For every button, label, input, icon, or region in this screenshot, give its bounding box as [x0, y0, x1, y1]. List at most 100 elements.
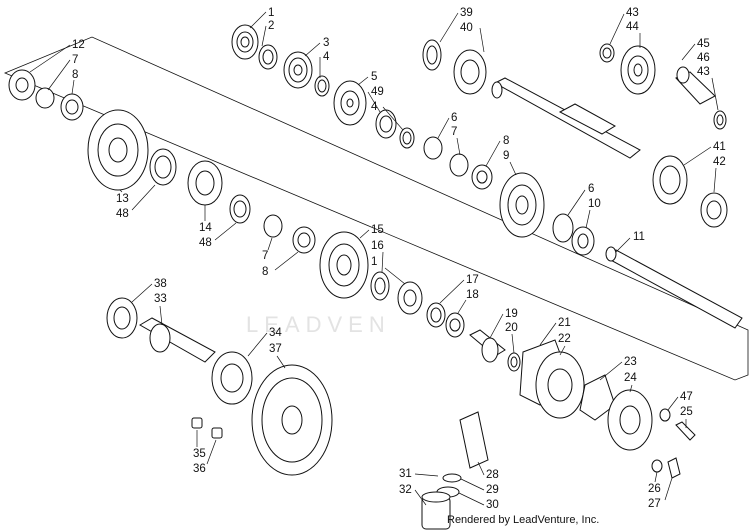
washer-part-4[interactable]	[314, 75, 330, 97]
large-gear-part-13[interactable]	[87, 109, 149, 191]
gear-part-41[interactable]	[652, 155, 688, 205]
bolt-part-25[interactable]	[675, 421, 696, 441]
svg-text:45: 45	[697, 38, 710, 50]
callout-43-44: 43 44	[609, 7, 641, 48]
callout-8-9: 8 9	[485, 135, 517, 176]
bushing-part-45-46[interactable]	[675, 66, 716, 105]
shift-dog-part-5[interactable]	[333, 80, 367, 126]
pinion-part-19[interactable]	[469, 329, 506, 363]
callout-28-29-30: 28 29 30	[458, 461, 499, 511]
bearing-part-1b[interactable]	[397, 281, 423, 315]
svg-text:43: 43	[697, 66, 710, 78]
svg-text:8: 8	[72, 69, 78, 81]
collar-part-18[interactable]	[445, 312, 465, 338]
callout-34-37: 34 37	[247, 327, 286, 369]
svg-text:15: 15	[371, 224, 384, 236]
bearing-part-40[interactable]	[453, 49, 487, 95]
svg-text:19: 19	[505, 308, 518, 320]
retainer-part-12[interactable]	[8, 69, 36, 101]
spacer-part-6[interactable]	[423, 136, 443, 160]
footer-credit: Rendered by LeadVenture, Inc.	[447, 514, 600, 526]
svg-text:13: 13	[116, 193, 129, 205]
needle-bearing-part-8[interactable]	[60, 93, 84, 121]
svg-text:20: 20	[505, 322, 518, 334]
washer-part-26[interactable]	[651, 459, 663, 473]
washer-part-43[interactable]	[599, 43, 615, 63]
main-shaft[interactable]	[491, 77, 641, 159]
callout-3-4: 3 4	[304, 37, 330, 78]
svg-text:8: 8	[262, 266, 268, 278]
svg-text:47: 47	[680, 391, 693, 403]
svg-text:27: 27	[648, 498, 661, 510]
needle-bearing-part-8c[interactable]	[471, 164, 493, 190]
seal-part-17[interactable]	[426, 302, 446, 328]
callout-26-27: 26 27	[648, 471, 673, 510]
svg-text:40: 40	[460, 22, 473, 34]
large-gear-part-15[interactable]	[319, 231, 369, 299]
plug-part-35[interactable]	[191, 417, 203, 429]
bushing-part-7b[interactable]	[263, 214, 283, 238]
gasket-part-23[interactable]	[579, 374, 616, 421]
gear-part-8-9[interactable]	[499, 172, 545, 238]
svg-text:2: 2	[268, 20, 274, 32]
housing-part-31-32[interactable]	[421, 491, 451, 530]
svg-text:30: 30	[486, 499, 499, 511]
washer-part-16[interactable]	[370, 271, 390, 301]
needle-bearing-part-8b[interactable]	[292, 226, 316, 254]
svg-text:7: 7	[72, 54, 78, 66]
shift-dog-part-14[interactable]	[187, 160, 223, 206]
bearing-part-1[interactable]	[231, 24, 259, 60]
washer-part-48[interactable]	[149, 148, 177, 186]
retainer-part-6-10[interactable]	[552, 213, 595, 256]
bushing-part-7[interactable]	[35, 87, 55, 109]
svg-text:1: 1	[371, 256, 377, 268]
svg-text:11: 11	[633, 231, 645, 243]
bushing-part-7c[interactable]	[449, 153, 469, 177]
svg-text:8: 8	[503, 135, 509, 147]
svg-text:6: 6	[588, 183, 594, 195]
svg-text:10: 10	[588, 198, 601, 210]
svg-text:5: 5	[371, 71, 377, 83]
bolt-part-36[interactable]	[211, 427, 223, 439]
callout-7-8-mid: 7 8	[262, 237, 299, 278]
bearing-part-42[interactable]	[700, 192, 728, 228]
large-gear-part-37[interactable]	[251, 364, 333, 476]
bearing-part-34-37[interactable]	[211, 351, 253, 405]
housing-part-22[interactable]	[535, 351, 585, 419]
upper-assembly-frame	[3, 36, 749, 381]
svg-text:33: 33	[154, 293, 167, 305]
bolt-part-27[interactable]	[667, 457, 681, 479]
bearing-part-38[interactable]	[106, 297, 138, 339]
callout-13-48: 13 48	[116, 184, 156, 220]
seal-part-39[interactable]	[422, 39, 442, 71]
output-shaft-part-11[interactable]	[605, 246, 743, 329]
washer-part-43b[interactable]	[713, 110, 727, 130]
washer-part-48b[interactable]	[229, 194, 251, 224]
needle-bearing-part-49[interactable]	[375, 109, 397, 139]
oring-part-29[interactable]	[442, 473, 462, 483]
gear-part-3[interactable]	[283, 51, 313, 89]
svg-text:7: 7	[451, 126, 457, 138]
shaft-part-33[interactable]	[138, 317, 216, 363]
svg-text:23: 23	[624, 356, 637, 368]
cover-part-24[interactable]	[607, 389, 653, 451]
svg-text:14: 14	[199, 222, 212, 234]
callout-35-36: 35 36	[193, 430, 217, 475]
washer-part-47[interactable]	[659, 408, 671, 422]
svg-text:31: 31	[399, 468, 412, 480]
svg-text:37: 37	[269, 343, 282, 355]
svg-text:36: 36	[193, 463, 206, 475]
seal-ring-part-2[interactable]	[258, 44, 278, 70]
speedo-drive-part-28[interactable]	[459, 411, 489, 469]
callout-47-25: 47 25	[667, 391, 693, 428]
callout-39-40: 39 40	[439, 7, 485, 53]
gear-part-44[interactable]	[620, 45, 656, 95]
callout-38-33: 38 33	[131, 278, 167, 326]
washer-part-4b[interactable]	[399, 127, 415, 149]
callout-1-2: 1 2	[249, 7, 274, 47]
callout-6-10: 6 10	[567, 183, 601, 229]
svg-text:4: 4	[323, 51, 330, 63]
svg-text:21: 21	[558, 317, 571, 329]
seal-part-20[interactable]	[507, 352, 521, 372]
svg-text:6: 6	[451, 112, 457, 124]
